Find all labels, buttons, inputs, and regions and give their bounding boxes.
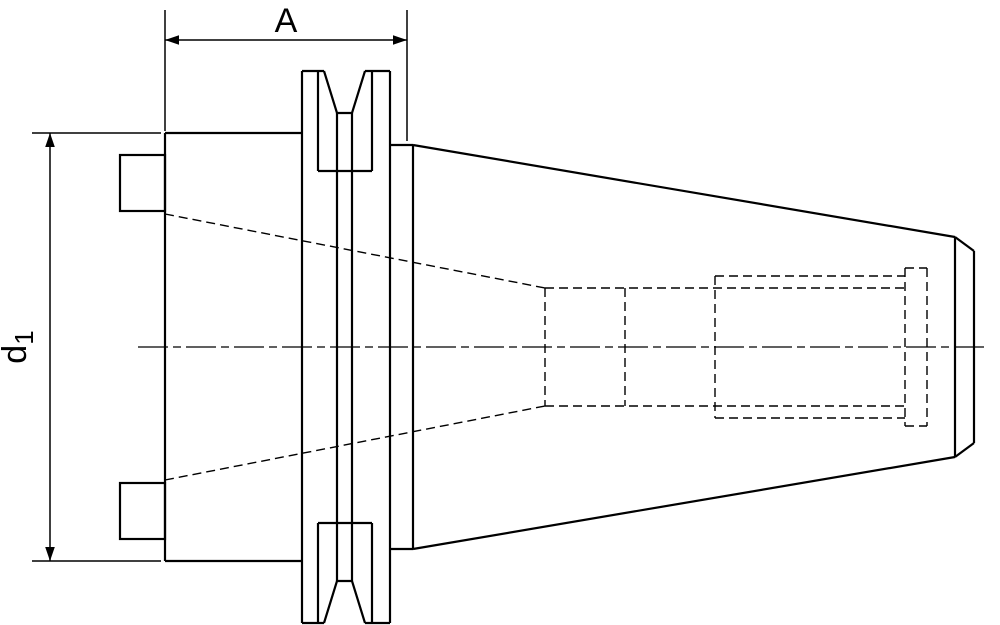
internal-taper-top-hidden [164,213,546,289]
internal-taper-bottom-hidden [164,405,546,481]
cone-top-edge [412,143,956,239]
dim-a-arrow-right-icon [393,35,407,45]
gripper-flange [300,69,392,625]
dim-d1-label-sub: 1 [9,330,39,344]
dimension-a: A [164,2,408,141]
taper-shank [390,143,976,551]
cylinder-body [118,131,302,563]
dim-a-label: A [275,2,298,40]
hidden-internal-lines [164,213,928,481]
dim-d1-arrow-bottom-icon [45,547,55,561]
dim-d1-label: d1 [0,330,39,363]
drive-key-bottom [118,481,167,541]
v-groove-bottom [322,579,367,624]
cone-bottom-edge [412,455,956,551]
cone-end-chamfer-bottom [954,442,975,458]
dim-d1-label-base: d [0,345,34,364]
dim-d1-arrow-top-icon [45,133,55,147]
dimension-d1: d1 [0,132,161,562]
v-groove-top [322,70,367,115]
part-outline [118,69,976,625]
drive-key-top [118,153,167,213]
cone-end-chamfer-top [954,236,975,252]
dim-a-arrow-left-icon [165,35,179,45]
